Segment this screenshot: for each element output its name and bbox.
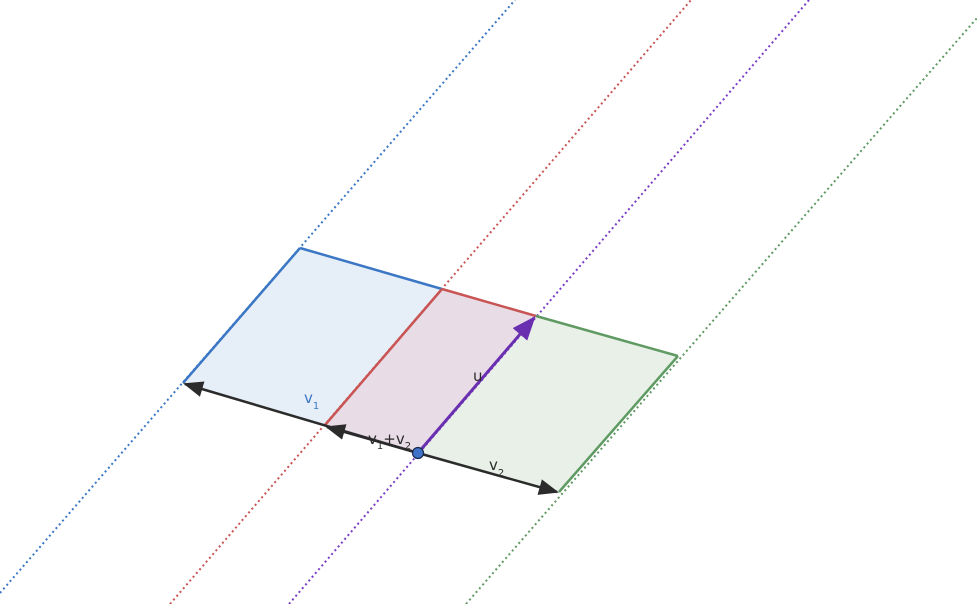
red-left-edge[interactable]	[324, 288, 443, 426]
green-right-edge[interactable]	[558, 355, 679, 493]
vector-v2[interactable]	[417, 451, 559, 495]
blue-top-edge[interactable]	[299, 246, 443, 291]
label-v2: v2	[489, 456, 504, 479]
origin-point[interactable]	[411, 446, 425, 460]
blue-parallelogram[interactable]	[183, 248, 442, 425]
red-top-edge[interactable]	[441, 287, 537, 318]
label-v1-plus-v2-main1: v	[368, 430, 377, 448]
label-v1: v1	[304, 389, 319, 412]
label-v1-plus-v2-sub1: 1	[377, 441, 383, 452]
blue-dotted-line[interactable]	[0, 0, 516, 594]
label-v1-main: v	[304, 389, 313, 407]
green-parallelogram[interactable]	[418, 316, 678, 492]
vector-u[interactable]	[416, 316, 536, 454]
label-v1-sub: 1	[313, 401, 319, 412]
label-v1-plus-v2-sub2: 2	[405, 441, 411, 452]
label-v2-main: v	[489, 456, 498, 474]
blue-left-edge[interactable]	[182, 247, 301, 384]
label-u: u	[473, 367, 483, 385]
label-v2-sub: 2	[498, 468, 504, 479]
vector-v1-plus-v2[interactable]	[325, 424, 419, 455]
label-v1-plus-v2-main2: v	[396, 430, 405, 448]
green-dotted-line[interactable]	[465, 17, 977, 604]
green-top-edge[interactable]	[535, 314, 679, 358]
label-v1-plus-v2: v1+v2	[368, 430, 411, 452]
red-parallelogram[interactable]	[325, 289, 536, 453]
label-v1-plus-v2-plus: +	[383, 430, 396, 448]
